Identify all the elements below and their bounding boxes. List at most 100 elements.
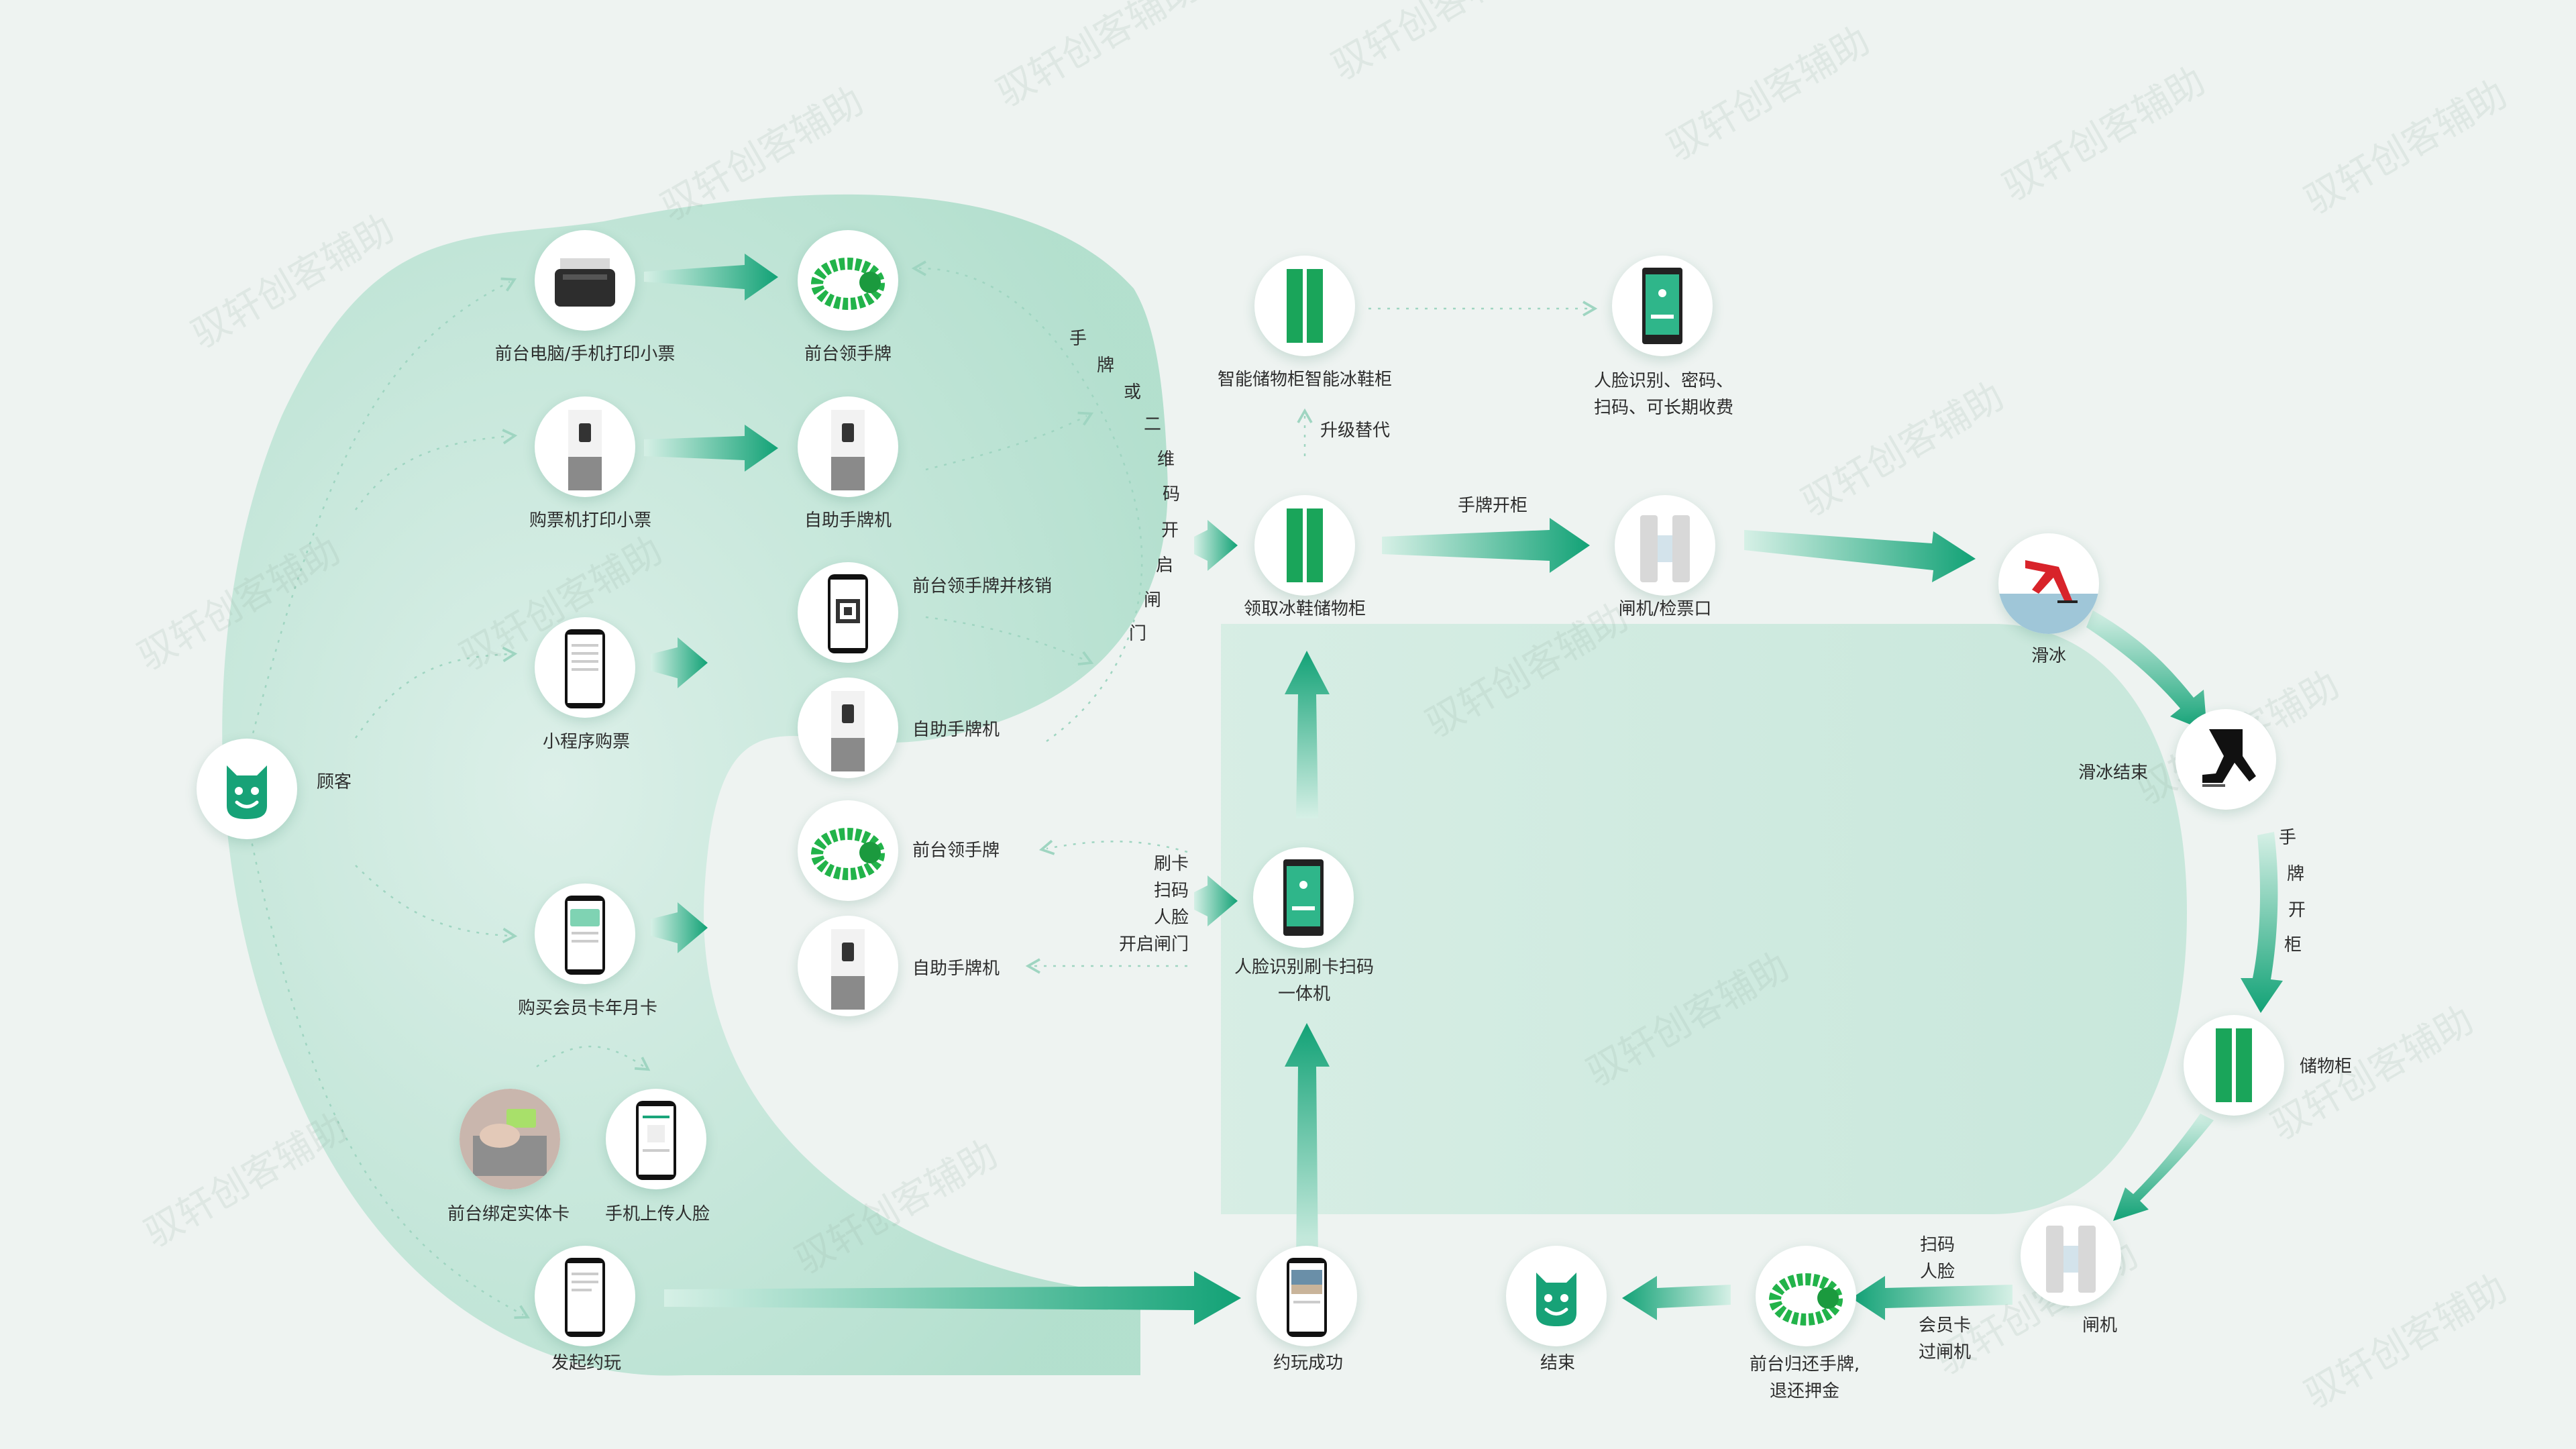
kiosk-machine-icon xyxy=(831,929,865,1010)
upload-face-node xyxy=(606,1089,706,1189)
smiley-face-icon xyxy=(1536,1273,1576,1326)
front-desk-band-2-label: 前台领手牌 xyxy=(912,841,1000,861)
background-ring xyxy=(1221,624,2187,1214)
face-terminal-icon xyxy=(1642,268,1682,344)
front-desk-band-node xyxy=(798,230,898,331)
self-band-machine-3-label: 自助手牌机 xyxy=(912,959,1000,979)
band-open-cabinet-char: 手 xyxy=(2278,828,2297,848)
end-label: 结束 xyxy=(1540,1353,1576,1373)
bind-card-label: 前台绑定实体卡 xyxy=(447,1204,570,1224)
background-blob xyxy=(222,194,1168,1376)
watermark-text: 驭轩创客辅助 xyxy=(1996,59,2212,209)
band-or-qr-char: 二 xyxy=(1143,415,1162,435)
band-open-cabinet-char: 柜 xyxy=(2284,935,2302,955)
locker-label: 储物柜 xyxy=(2300,1057,2353,1077)
front-desk-print-node xyxy=(535,230,635,331)
smartphone-icon xyxy=(828,574,868,653)
band-or-qr-char: 启 xyxy=(1155,555,1174,576)
return-band-label: 前台归还手牌, 退还押金 xyxy=(1750,1351,1860,1405)
self-band-machine-2-label: 自助手牌机 xyxy=(912,720,1000,740)
member-card-gate-line: 会员卡 xyxy=(1919,1316,1972,1336)
watermark-text: 驭轩创客辅助 xyxy=(989,0,1206,115)
skating-label: 滑冰 xyxy=(2031,646,2067,666)
smart-locker-label: 智能储物柜智能冰鞋柜 xyxy=(1217,370,1393,390)
skates-locker-label: 领取冰鞋储物柜 xyxy=(1243,599,1366,619)
upgrade-label: 升级替代 xyxy=(1320,421,1391,441)
member-card-node xyxy=(535,883,635,984)
smartphone-icon xyxy=(636,1101,676,1180)
face-card-terminal-label-line: 人脸识别刷卡扫码 xyxy=(1234,957,1375,977)
locker-icon xyxy=(1287,269,1323,343)
watermark-text: 驭轩创客辅助 xyxy=(1660,19,1877,169)
face-card-terminal-label: 人脸识别刷卡扫码 一体机 xyxy=(1234,954,1374,1008)
self-band-machine-2-node xyxy=(798,678,898,778)
smartphone-icon xyxy=(565,1258,605,1337)
face-card-terminal-node xyxy=(1253,847,1354,948)
locker-node xyxy=(2184,1015,2284,1116)
start-play-label: 发起约玩 xyxy=(551,1353,622,1373)
smart-locker-node xyxy=(1254,256,1355,356)
skater-icon xyxy=(2202,729,2256,787)
terminal-methods-line: 刷卡 xyxy=(1153,854,1189,874)
smartphone-icon xyxy=(565,896,605,975)
face-pay-label-line: 人脸识别、密码、 xyxy=(1593,371,1734,391)
front-desk-print-label: 前台电脑/手机打印小票 xyxy=(494,344,676,364)
wristband-icon xyxy=(811,258,885,310)
bind-card-node xyxy=(460,1089,560,1189)
skater-icon xyxy=(1998,560,2099,634)
front-desk-verify-node xyxy=(798,562,898,663)
mini-program-label: 小程序购票 xyxy=(542,732,631,752)
kiosk-machine-icon xyxy=(831,410,865,490)
band-open-cabinet-char: 牌 xyxy=(2286,864,2305,884)
group-photo-icon xyxy=(1287,1258,1327,1337)
turnstile-gate-icon xyxy=(1640,515,1690,582)
upload-face-label: 手机上传人脸 xyxy=(604,1204,710,1224)
gate-node xyxy=(2021,1205,2121,1306)
terminal-methods-line: 扫码 xyxy=(1153,881,1189,901)
self-band-machine-3-node xyxy=(798,916,898,1016)
scan-face-line: 人脸 xyxy=(1920,1262,1955,1282)
return-band-label-line: 退还押金 xyxy=(1769,1381,1840,1401)
return-band-label-line: 前台归还手牌, xyxy=(1749,1354,1860,1375)
terminal-methods-line: 人脸 xyxy=(1153,908,1189,928)
watermark-text: 驭轩创客辅助 xyxy=(138,1106,354,1256)
ticket-machine-node xyxy=(535,396,635,497)
watermark-text: 驭轩创客辅助 xyxy=(1794,374,2011,525)
band-or-qr-char: 维 xyxy=(1157,449,1175,470)
customer-label: 顾客 xyxy=(317,772,352,792)
front-desk-verify-label: 前台领手牌并核销 xyxy=(912,576,1053,596)
kiosk-machine-icon xyxy=(568,410,602,490)
member-card-gate-label: 会员卡 过闸机 xyxy=(1919,1312,1971,1366)
locker-icon xyxy=(2216,1028,2252,1102)
face-pay-label-line: 扫码、可长期收费 xyxy=(1593,398,1734,418)
skates-locker-node xyxy=(1254,495,1355,596)
smartphone-icon xyxy=(565,629,605,708)
smiley-face-icon xyxy=(227,765,267,819)
turnstile-gate-icon xyxy=(2046,1226,2096,1293)
terminal-methods-label: 刷卡 扫码 人脸 开启闸门 xyxy=(1071,851,1189,958)
band-or-qr-char: 或 xyxy=(1123,382,1142,402)
self-band-machine-1-node xyxy=(798,396,898,497)
face-pay-node xyxy=(1612,256,1713,356)
scan-face-line: 扫码 xyxy=(1920,1235,1955,1255)
ticket-machine-label: 购票机打印小票 xyxy=(529,511,652,531)
band-or-qr-char: 牌 xyxy=(1096,356,1115,376)
kiosk-machine-icon xyxy=(831,691,865,771)
front-desk-band-label: 前台领手牌 xyxy=(804,344,892,364)
face-card-terminal-label-line: 一体机 xyxy=(1277,984,1331,1004)
start-play-node xyxy=(535,1246,635,1346)
dotted-connectors xyxy=(247,260,1598,1320)
front-desk-band-2-node xyxy=(798,800,898,901)
play-success-node xyxy=(1256,1246,1357,1346)
band-or-qr-char: 闸 xyxy=(1143,590,1162,610)
customer-node xyxy=(197,739,297,839)
band-open-locker-label: 手牌开柜 xyxy=(1457,496,1528,516)
band-or-qr-char: 开 xyxy=(1161,521,1179,541)
receipt-printer-icon xyxy=(555,258,615,307)
face-terminal-icon xyxy=(1283,859,1324,936)
band-or-qr-char: 门 xyxy=(1128,624,1147,644)
wristband-icon xyxy=(1769,1273,1843,1326)
mini-program-node xyxy=(535,617,635,718)
terminal-methods-line: 开启闸门 xyxy=(1118,934,1189,955)
